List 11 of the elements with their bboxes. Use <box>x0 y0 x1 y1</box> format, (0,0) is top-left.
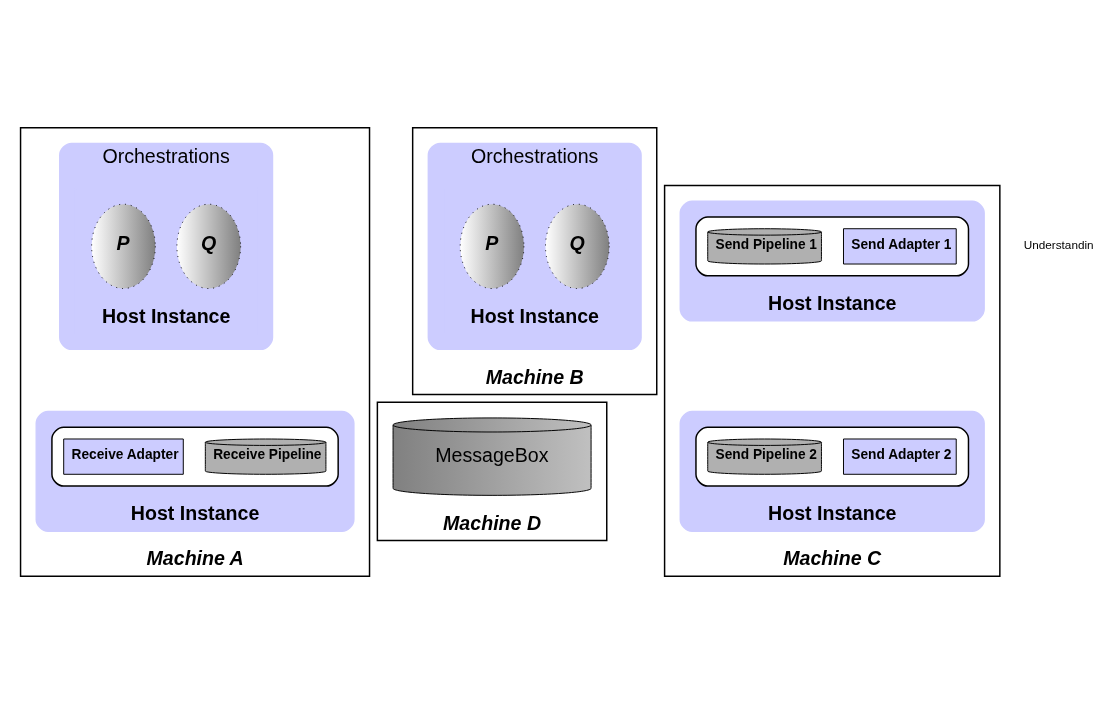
node-box: Receive Adapter <box>63 438 184 475</box>
node-ellipse: Q <box>545 203 610 289</box>
node-ellipse: P <box>459 203 525 289</box>
node-ellipse: Q <box>176 203 242 289</box>
cluster <box>695 215 970 276</box>
label: Understandin <box>1023 237 1094 251</box>
cluster <box>51 426 339 487</box>
node-box: Send Adapter 1 <box>843 227 957 264</box>
node-box: Send Adapter 2 <box>843 438 957 475</box>
node-ellipse: P <box>91 203 156 289</box>
cluster <box>695 426 970 487</box>
